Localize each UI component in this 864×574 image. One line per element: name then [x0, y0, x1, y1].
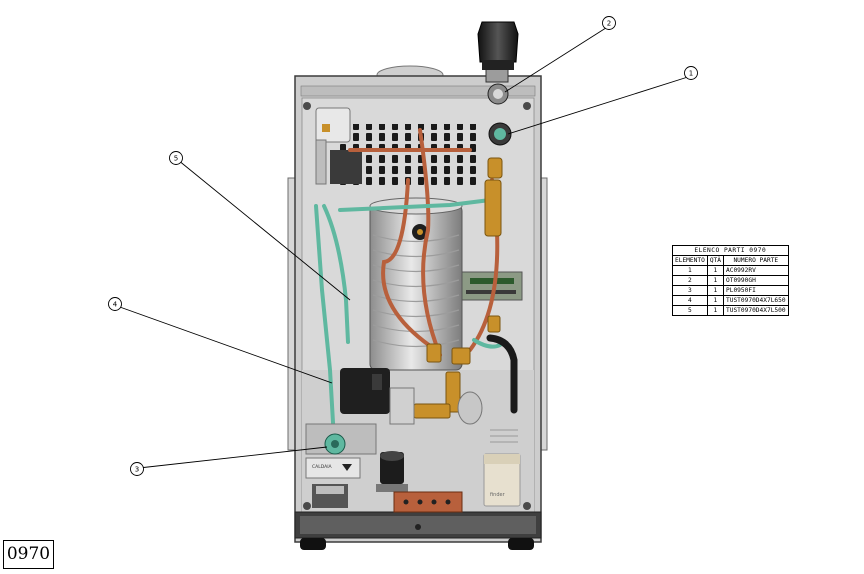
table-row: 3 1 PL0950FI [672, 285, 789, 296]
item-part-number: AC0992RV [723, 265, 789, 276]
svg-text:2: 2 [607, 20, 611, 28]
callout-2: 2 [602, 16, 616, 30]
control-board [461, 271, 523, 301]
parts-table-title-row: ELENCO PARTI 0970 [672, 245, 789, 256]
teflon-tubes [314, 198, 502, 442]
table-row: 2 1 OT0990GH [672, 275, 789, 286]
item-number: 3 [672, 285, 708, 296]
leader-lines [116, 25, 692, 469]
item-part-number: TUST0970D4X7L500 [723, 305, 789, 316]
switch-label: CALDAIA [312, 464, 333, 470]
item-part-number: OT0990GH [723, 275, 789, 286]
parts-list-table: ELENCO PARTI 0970 ELEMENTO QTÀ NUMERO PA… [672, 245, 789, 316]
svg-text:5: 5 [174, 155, 178, 163]
item-qty: 1 [706, 265, 725, 276]
callout-1: 1 [684, 66, 698, 80]
steam-knob [477, 21, 519, 83]
pressostat [315, 107, 362, 185]
svg-text:3: 3 [135, 466, 139, 474]
relay-brand: finder [490, 492, 506, 498]
callout-4: 4 [108, 297, 122, 311]
parts-table-title: ELENCO PARTI 0970 [672, 245, 789, 256]
item-qty: 1 [706, 285, 725, 296]
header-numero-parte: NUMERO PARTE [723, 255, 789, 266]
table-row: 4 1 TUST0970D4X7L650 [672, 295, 789, 306]
item-qty: 1 [706, 305, 725, 316]
svg-text:4: 4 [113, 301, 118, 309]
vibration-pump [340, 368, 483, 425]
header-qta: QTÀ [706, 255, 725, 266]
item-part-number: PL0950FI [723, 285, 789, 296]
item-qty: 1 [706, 275, 725, 286]
lower-vent [490, 429, 518, 443]
parts-table-header-row: ELEMENTO QTÀ NUMERO PARTE [672, 255, 789, 266]
table-row: 5 1 TUST0970D4X7L500 [672, 305, 789, 316]
item-number: 5 [672, 305, 708, 316]
relay: finder [483, 453, 521, 507]
copper-pipes [348, 128, 500, 357]
power-switch: CALDAIA [305, 423, 377, 508]
table-row: 1 1 AC0992RV [672, 265, 789, 276]
header-elemento: ELEMENTO [672, 255, 708, 266]
drawing-id-box: 0970 [3, 540, 54, 569]
callout-5: 5 [169, 151, 183, 165]
item-number: 2 [672, 275, 708, 286]
callout-3: 3 [130, 462, 144, 476]
capacitor [376, 451, 408, 492]
item-part-number: TUST0970D4X7L650 [723, 295, 789, 306]
item-qty: 1 [706, 295, 725, 306]
brass-fittings [413, 157, 503, 419]
item-number: 1 [672, 265, 708, 276]
item-number: 4 [672, 295, 708, 306]
drain-hose [486, 334, 518, 414]
terminal-block [393, 491, 463, 513]
svg-text:1: 1 [689, 70, 693, 78]
